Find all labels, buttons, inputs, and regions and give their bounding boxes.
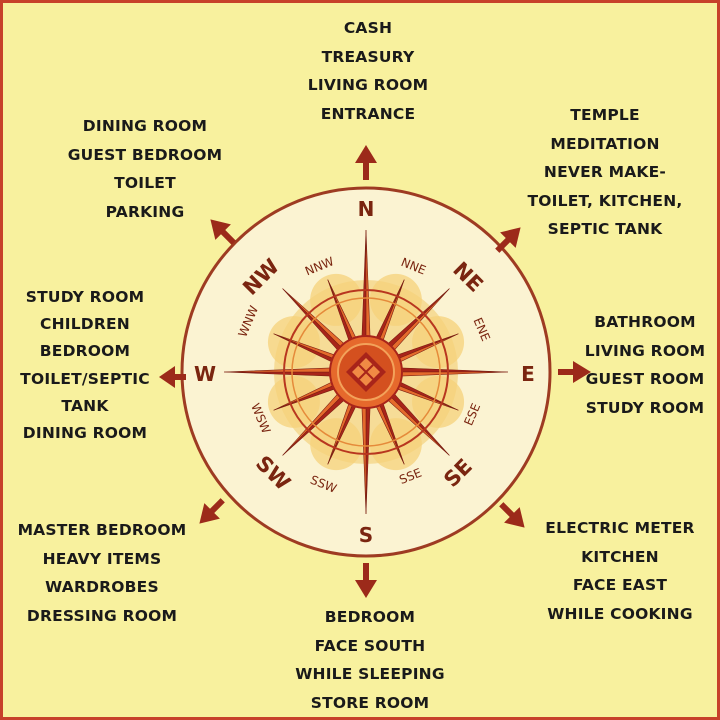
zone-north-line: LIVING ROOM [307, 76, 429, 94]
zone-south-line: BEDROOM [324, 608, 416, 626]
zone-northwest-line: DINING ROOM [82, 117, 208, 135]
zone-west-line: TANK [61, 396, 109, 415]
diamond-emblem-icon [329, 335, 403, 409]
zone-northeast-line: SEPTIC TANK [547, 220, 663, 238]
zone-northwest-label: DINING ROOM GUEST BEDROOM TOILET PARKING [55, 112, 235, 226]
zone-southwest-label: MASTER BEDROOM HEAVY ITEMS WARDROBES DRE… [8, 516, 196, 630]
arrow-icon-east [558, 361, 591, 383]
arrow-icon-northeast [495, 227, 521, 253]
zone-southeast-line: ELECTRIC METER [545, 519, 695, 537]
arrow-icon-south [355, 563, 377, 598]
zone-northwest-line: PARKING [105, 202, 185, 221]
zone-south-line: STORE ROOM [310, 693, 430, 712]
zone-northeast-label: TEMPLE MEDITATION NEVER MAKE- TOILET, KI… [500, 101, 710, 244]
compass-inner-ring [283, 289, 449, 455]
arrow-icon-west [159, 366, 186, 388]
zone-southeast-line: FACE EAST [572, 576, 668, 594]
zone-east-label: BATHROOM LIVING ROOM GUEST ROOM STUDY RO… [572, 308, 718, 422]
zone-southeast-line: KITCHEN [581, 547, 659, 566]
zone-south-label: BEDROOM FACE SOUTH WHILE SLEEPING STORE … [281, 603, 459, 717]
arrow-icon-southeast [499, 502, 525, 528]
zone-west-label: STUDY ROOM CHILDREN BEDROOM TOILET/SEPTI… [10, 284, 160, 447]
zone-west-line: TOILET/SEPTIC [20, 369, 150, 388]
zone-southeast-label: ELECTRIC METER KITCHEN FACE EAST WHILE C… [530, 514, 710, 628]
zone-north-line: TREASURY [321, 47, 415, 66]
zone-southwest-line: MASTER BEDROOM [17, 521, 187, 539]
zone-west-line: DINING ROOM [22, 424, 148, 443]
arrow-icon-southwest [199, 498, 225, 524]
dir-label-w: W [194, 362, 216, 386]
zone-east-line: BATHROOM [594, 313, 696, 331]
zone-southwest-line: WARDROBES [45, 578, 159, 596]
zone-southeast-line: WHILE COOKING [547, 604, 693, 623]
arrow-icon-north [355, 145, 377, 180]
zone-southwest-line: DRESSING ROOM [26, 606, 178, 625]
zone-northeast-line: NEVER MAKE- [543, 163, 667, 181]
zone-northwest-line: GUEST BEDROOM [67, 145, 223, 164]
zone-north-label: CASH TREASURY LIVING ROOM ENTRANCE [288, 14, 448, 128]
zone-west-line: STUDY ROOM [25, 288, 145, 306]
compass-inner-ring-2 [291, 297, 441, 447]
zone-northeast-line: TEMPLE [570, 106, 640, 124]
zone-west-line: CHILDREN [40, 315, 130, 334]
zone-northeast-line: TOILET, KITCHEN, [527, 191, 683, 210]
zone-south-line: WHILE SLEEPING [295, 665, 445, 683]
zone-west-line: BEDROOM [39, 342, 131, 361]
zone-north-line: CASH [343, 19, 393, 37]
zone-northeast-line: MEDITATION [550, 134, 660, 153]
zone-north-line: ENTRANCE [320, 104, 416, 123]
zone-east-line: GUEST ROOM [585, 370, 705, 388]
zone-east-line: LIVING ROOM [584, 341, 706, 360]
dir-label-s: S [359, 523, 373, 547]
arrow-icon-northwest [210, 219, 236, 245]
dir-label-e: E [521, 362, 535, 386]
zone-south-line: FACE SOUTH [314, 636, 426, 655]
zone-east-line: STUDY ROOM [585, 398, 705, 417]
zone-northwest-line: TOILET [114, 174, 176, 192]
zone-southwest-line: HEAVY ITEMS [42, 549, 162, 568]
dir-label-n: N [358, 197, 375, 221]
